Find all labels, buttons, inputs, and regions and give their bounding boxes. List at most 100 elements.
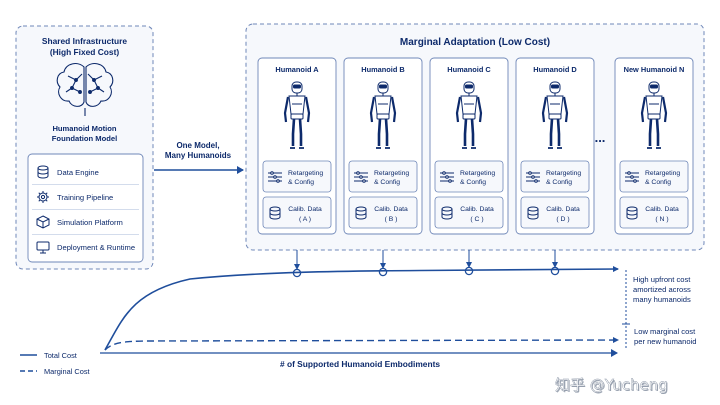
- database-icon: [37, 165, 49, 179]
- cost-bracket: [622, 270, 630, 350]
- calib-id: ( A ): [299, 216, 311, 223]
- calib-label: Calib. Data: [546, 206, 580, 213]
- calib-label: Calib. Data: [460, 206, 494, 213]
- database-icon: [527, 206, 539, 220]
- calibration-data-box: Calib. Data ( D ): [520, 196, 590, 229]
- retargeting-config-box: Retargeting & Config: [348, 160, 418, 193]
- calib-label: Calib. Data: [645, 206, 679, 213]
- foundation-model-line1: Humanoid Motion: [52, 124, 116, 133]
- sliders-icon: [440, 171, 454, 183]
- config-line1: Retargeting: [546, 170, 581, 177]
- monitor-icon: [36, 241, 50, 254]
- sliders-icon: [625, 171, 639, 183]
- calib-id: ( N ): [655, 216, 668, 223]
- config-line2: & Config: [288, 179, 314, 186]
- legend-total-label: Total Cost: [44, 351, 77, 360]
- infra-item: Deployment & Runtime: [36, 241, 135, 254]
- sliders-icon: [354, 171, 368, 183]
- retargeting-config-box: Retargeting & Config: [520, 160, 590, 193]
- config-line1: Retargeting: [645, 170, 680, 177]
- infra-item-label: Deployment & Runtime: [57, 243, 135, 252]
- annotation-high-line1: High upfront cost: [633, 275, 691, 284]
- marginal-adaptation-panel: Marginal Adaptation (Low Cost) Humanoid …: [245, 23, 705, 251]
- humanoid-robot-icon: [640, 81, 668, 149]
- card-connectors: [292, 250, 560, 278]
- x-axis-label: # of Supported Humanoid Embodiments: [280, 359, 440, 369]
- humanoid-name: Humanoid B: [361, 65, 405, 74]
- brain-network-icon: [56, 63, 114, 116]
- retargeting-config-box: Retargeting & Config: [619, 160, 689, 193]
- humanoid-name: Humanoid C: [447, 65, 491, 74]
- calibration-data-box: Calib. Data ( B ): [348, 196, 418, 229]
- calib-id: ( B ): [385, 216, 398, 223]
- config-line1: Retargeting: [288, 170, 323, 177]
- shared-title-line1: Shared Infrastructure: [42, 36, 128, 46]
- sliders-icon: [526, 171, 540, 183]
- chart-legend: Total Cost Marginal Cost: [20, 351, 90, 376]
- curve-node: [550, 266, 560, 276]
- calib-id: ( D ): [556, 216, 569, 223]
- database-icon: [269, 206, 281, 220]
- one-model-arrow: One Model, Many Humanoids: [154, 141, 244, 174]
- humanoid-name: Humanoid D: [533, 65, 577, 74]
- config-line1: Retargeting: [374, 170, 409, 177]
- database-icon: [355, 206, 367, 220]
- calib-label: Calib. Data: [288, 206, 322, 213]
- humanoid-name: Humanoid A: [275, 65, 319, 74]
- config-line2: & Config: [460, 179, 486, 186]
- total-cost-curve: [104, 266, 619, 351]
- gear-icon: [37, 191, 49, 203]
- calibration-data-box: Calib. Data ( N ): [619, 196, 689, 229]
- config-line2: & Config: [374, 179, 400, 186]
- legend-marginal-label: Marginal Cost: [44, 367, 90, 376]
- annotation-low-line2: per new humanoid: [634, 337, 696, 346]
- infra-item-label: Training Pipeline: [57, 193, 113, 202]
- humanoid-robot-icon: [369, 81, 397, 149]
- foundation-model-line2: Foundation Model: [52, 134, 117, 143]
- arrow-label-line1: One Model,: [176, 141, 219, 150]
- humanoid-robot-icon: [541, 81, 569, 149]
- calib-id: ( C ): [470, 216, 483, 223]
- database-icon: [441, 206, 453, 220]
- retargeting-config-box: Retargeting & Config: [262, 160, 332, 193]
- marginal-cost-curve: [104, 337, 619, 351]
- cost-chart: High upfront cost amortized across many …: [20, 250, 696, 376]
- humanoid-robot-icon: [283, 81, 311, 149]
- database-icon: [626, 206, 638, 220]
- curve-node: [378, 267, 388, 277]
- sliders-icon: [268, 171, 282, 183]
- infra-item: Data Engine: [37, 165, 99, 179]
- infra-item-label: Data Engine: [57, 168, 99, 177]
- curve-node: [464, 266, 474, 276]
- shared-infrastructure-panel: Shared Infrastructure (High Fixed Cost) …: [15, 25, 154, 270]
- humanoid-robot-icon: [455, 81, 483, 149]
- watermark: 知乎 @Yucheng 知乎 @Yucheng: [555, 376, 669, 395]
- infra-item: Simulation Platform: [36, 215, 123, 229]
- shared-title-line2: (High Fixed Cost): [50, 47, 120, 57]
- calibration-data-box: Calib. Data ( A ): [262, 196, 332, 229]
- annotation-high-line2: amortized across: [633, 285, 691, 294]
- calib-label: Calib. Data: [374, 206, 408, 213]
- config-line2: & Config: [645, 179, 671, 186]
- watermark-text: 知乎 @Yucheng: [555, 376, 668, 394]
- annotation-high-line3: many humanoids: [633, 295, 691, 304]
- infra-item: Training Pipeline: [37, 191, 113, 203]
- watermark-shadow: 知乎 @Yucheng: [556, 377, 669, 395]
- config-line1: Retargeting: [460, 170, 495, 177]
- humanoid-name: New Humanoid N: [624, 65, 685, 74]
- infra-item-label: Simulation Platform: [57, 218, 123, 227]
- humanoid-card: New Humanoid N Retargeting & ConfigCalib. …: [614, 57, 694, 235]
- config-line2: & Config: [546, 179, 572, 186]
- more-humanoids-ellipsis: ...: [595, 130, 606, 145]
- cube-icon: [36, 215, 50, 229]
- retargeting-config-box: Retargeting & Config: [434, 160, 504, 193]
- arrow-label-line2: Many Humanoids: [165, 151, 232, 160]
